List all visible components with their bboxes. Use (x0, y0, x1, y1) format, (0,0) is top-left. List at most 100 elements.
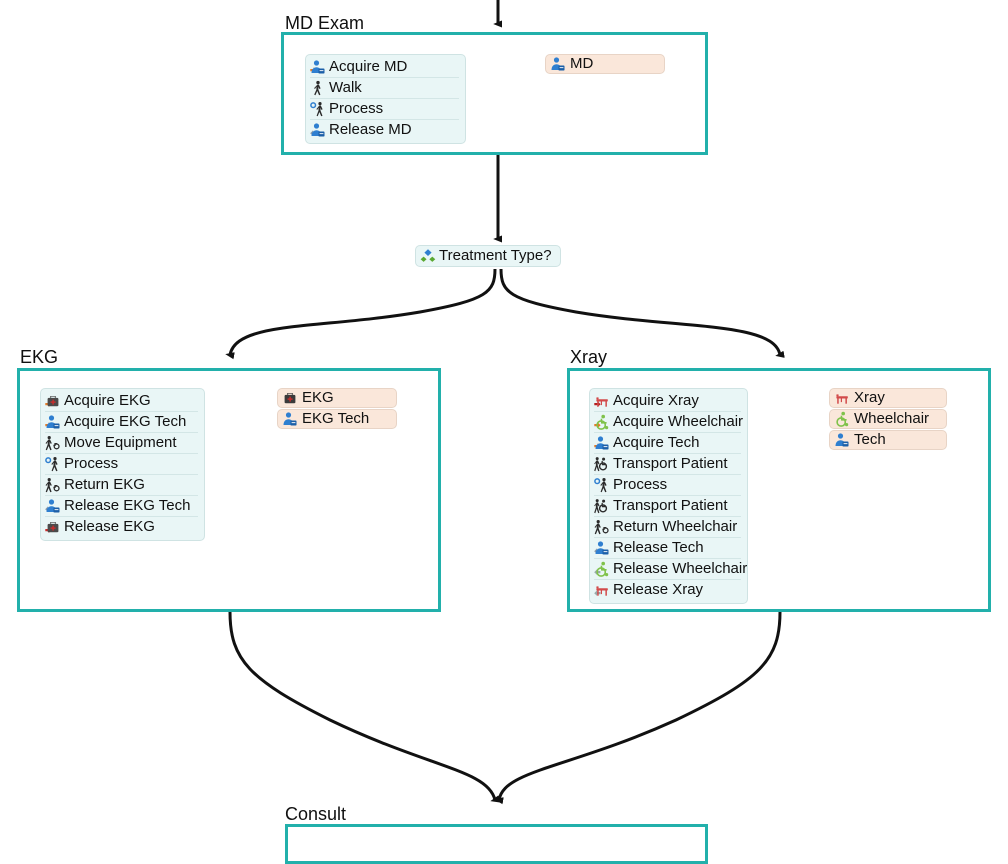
walk-icon (310, 80, 326, 96)
decision-node-treatment-type[interactable]: Treatment Type? (415, 245, 561, 267)
activity-item[interactable]: Return EKG (45, 475, 198, 496)
person-resource-icon (550, 56, 566, 72)
resource-badge[interactable]: EKG Tech (277, 409, 397, 429)
resource-list-md-exam: MD (545, 54, 665, 75)
activity-item[interactable]: Process (45, 454, 198, 475)
activity-list-md-exam[interactable]: Acquire MD Walk Process Release MD (305, 54, 466, 144)
activity-item[interactable]: Acquire EKG (45, 391, 198, 412)
activity-label: Acquire EKG Tech (64, 413, 187, 430)
activity-item[interactable]: Acquire Xray (594, 391, 741, 412)
process-icon (594, 477, 610, 493)
activity-item[interactable]: Acquire EKG Tech (45, 412, 198, 433)
activity-item[interactable]: Release Xray (594, 580, 741, 600)
release-resource-icon (594, 540, 610, 556)
activity-item[interactable]: Walk (310, 78, 459, 99)
move-equipment-icon (594, 519, 610, 535)
resource-list-ekg: EKG EKG Tech (277, 388, 397, 430)
activity-label: Acquire EKG (64, 392, 151, 409)
activity-label: Release EKG (64, 518, 155, 535)
acquire-resource-icon (594, 435, 610, 451)
activity-label: Acquire MD (329, 58, 408, 75)
medical-bag-icon (282, 390, 298, 406)
edge-decision-to-ekg (225, 268, 497, 360)
transport-patient-icon (594, 498, 610, 514)
decision-split-icon (420, 248, 436, 264)
resource-label: Wheelchair (854, 410, 930, 427)
edge-decision-to-xray (499, 268, 785, 358)
acquire-wheelchair-icon (594, 414, 610, 430)
activity-item[interactable]: Process (310, 99, 459, 120)
activity-item[interactable]: Process (594, 475, 741, 496)
activity-item[interactable]: Release Wheelchair (594, 559, 747, 580)
activity-label: Release Xray (613, 581, 704, 598)
group-label-ekg: EKG (20, 347, 59, 367)
resource-label: EKG (302, 389, 334, 406)
release-resource-icon (310, 122, 326, 138)
group-label-md-exam: MD Exam (285, 13, 365, 33)
group-consult[interactable] (285, 824, 708, 864)
activity-label: Acquire Tech (613, 434, 700, 451)
release-xray-icon (594, 582, 610, 598)
process-icon (45, 456, 61, 472)
activity-item[interactable]: Release EKG (45, 517, 198, 537)
activity-list-xray[interactable]: Acquire Xray Acquire Wheelchair Acquire … (589, 388, 748, 604)
activity-label: Walk (329, 79, 362, 96)
release-wheelchair-icon (594, 561, 610, 577)
activity-label: Release Wheelchair (613, 560, 748, 577)
activity-label: Process (329, 100, 384, 117)
activity-label: Move Equipment (64, 434, 177, 451)
activity-item[interactable]: Release MD (310, 120, 459, 140)
activity-label: Return EKG (64, 476, 145, 493)
activity-item[interactable]: Release Tech (594, 538, 741, 559)
group-label-consult: Consult (285, 804, 347, 824)
activity-label: Process (64, 455, 119, 472)
activity-item[interactable]: Release EKG Tech (45, 496, 198, 517)
person-resource-icon (282, 411, 298, 427)
acquire-resource-icon (45, 414, 61, 430)
activity-item[interactable]: Acquire Wheelchair (594, 412, 744, 433)
activity-label: Transport Patient (613, 497, 728, 514)
acquire-equipment-icon (45, 393, 61, 409)
wheelchair-icon (834, 411, 850, 427)
activity-label: Release Tech (613, 539, 704, 556)
resource-badge[interactable]: Xray (829, 388, 947, 408)
xray-table-icon (834, 390, 850, 406)
activity-label: Release EKG Tech (64, 497, 191, 514)
resource-list-xray: Xray Wheelchair Tech (829, 388, 947, 451)
group-label-xray: Xray (570, 347, 608, 367)
edge-xray-to-consult (494, 611, 782, 805)
resource-badge[interactable]: Tech (829, 430, 947, 450)
activity-item[interactable]: Move Equipment (45, 433, 198, 454)
person-resource-icon (834, 432, 850, 448)
process-flow-diagram: MD Exam Acquire MD Walk Process Release … (17, 0, 991, 864)
activity-item[interactable]: Transport Patient (594, 496, 741, 517)
resource-badge[interactable]: MD (545, 54, 665, 74)
release-equipment-icon (45, 519, 61, 535)
acquire-resource-icon (310, 59, 326, 75)
activity-label: Release MD (329, 121, 412, 138)
resource-badge[interactable]: Wheelchair (829, 409, 947, 429)
process-icon (310, 101, 326, 117)
resource-label: Xray (854, 389, 885, 406)
activity-item[interactable]: Acquire MD (310, 57, 459, 78)
transport-patient-icon (594, 456, 610, 472)
resource-label: MD (570, 55, 594, 72)
activity-label: Transport Patient (613, 455, 728, 472)
release-resource-icon (45, 498, 61, 514)
activity-label: Acquire Wheelchair (613, 413, 744, 430)
move-equipment-icon (45, 435, 61, 451)
edge-ekg-to-consult (228, 611, 500, 803)
resource-label: Tech (854, 431, 886, 448)
activity-item[interactable]: Transport Patient (594, 454, 741, 475)
activity-item[interactable]: Return Wheelchair (594, 517, 741, 538)
resource-label: EKG Tech (302, 410, 370, 427)
move-equipment-icon (45, 477, 61, 493)
activity-list-ekg[interactable]: Acquire EKG Acquire EKG Tech Move Equipm… (40, 388, 205, 541)
activity-label: Return Wheelchair (613, 518, 738, 535)
activity-label: Process (613, 476, 668, 493)
activity-label: Acquire Xray (613, 392, 699, 409)
activity-item[interactable]: Acquire Tech (594, 433, 741, 454)
decision-label: Treatment Type? (439, 247, 552, 264)
resource-badge[interactable]: EKG (277, 388, 397, 408)
acquire-xray-icon (594, 393, 610, 409)
